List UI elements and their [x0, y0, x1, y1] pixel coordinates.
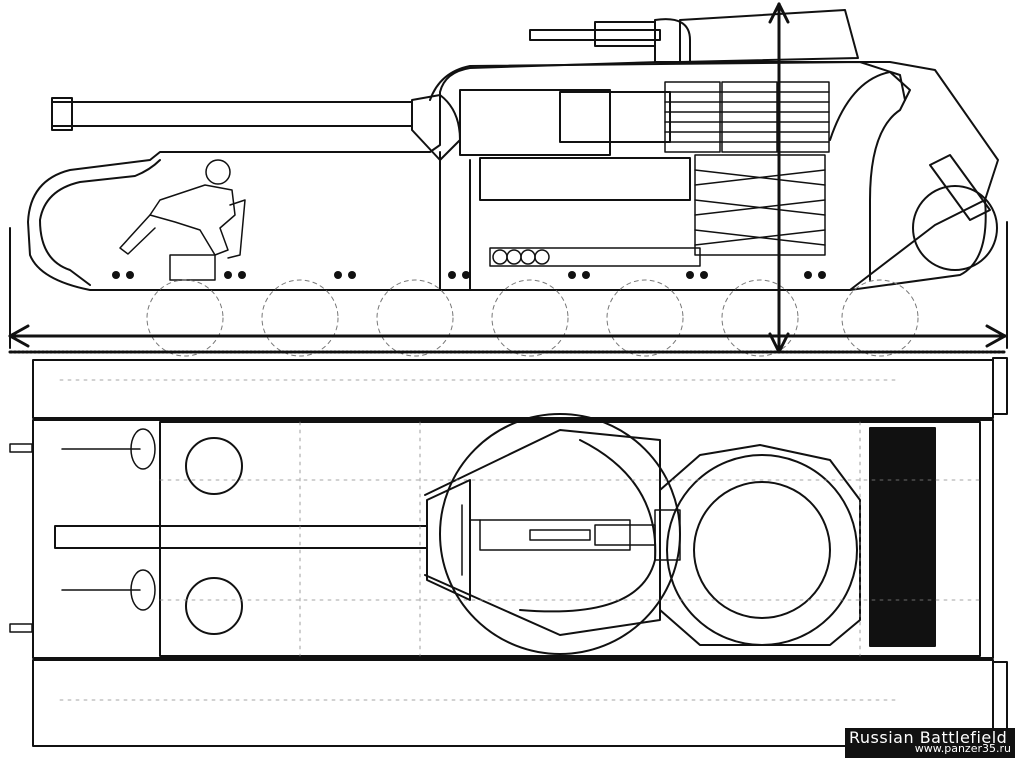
length-dimension	[8, 221, 1008, 349]
hatch-rear-right	[185, 577, 243, 635]
cupola-mount	[654, 18, 691, 63]
turret-ring-outer	[439, 413, 681, 655]
sprocket-arm	[929, 154, 991, 221]
road-wheels	[146, 279, 919, 357]
commander-cupola	[679, 9, 859, 63]
engine-grille	[869, 427, 936, 647]
deck-plate	[159, 421, 981, 657]
casemate-outline	[429, 61, 906, 101]
main-gun-muzzle	[51, 97, 73, 131]
hull-deck-line	[439, 151, 471, 291]
hull-side-outline	[27, 61, 999, 291]
hatch-rear-left	[185, 437, 243, 495]
drive-sprocket	[912, 185, 998, 271]
engine-deck	[829, 71, 911, 281]
recoil-housing	[479, 157, 691, 201]
main-gun-top	[54, 525, 428, 549]
track-left	[32, 359, 994, 419]
cupola-top-inner	[693, 481, 831, 619]
main-gun-mantlet	[411, 94, 461, 161]
hull-front-plate	[849, 199, 986, 291]
top-view	[9, 357, 1008, 747]
cupola-housing	[659, 444, 861, 646]
watermark: Russian Battlefield www.panzer35.ru	[845, 728, 1015, 758]
turret-casemate-top	[424, 429, 661, 636]
ammo-rack-upper	[664, 81, 830, 153]
track-end-caps	[992, 357, 1008, 415]
breech-block	[459, 89, 611, 156]
hull-top-outline	[32, 419, 994, 659]
shell-row	[489, 247, 701, 267]
height-dimension	[768, 2, 790, 354]
watermark-site-name: Russian Battlefield	[849, 728, 1008, 747]
breech-housing	[559, 91, 671, 143]
main-gun-barrel	[51, 101, 413, 127]
periscopes	[9, 428, 156, 633]
construction-lines	[59, 379, 981, 701]
side-view	[8, 2, 1008, 357]
ammo-rack-lower	[694, 154, 826, 256]
watermark-url: www.panzer35.ru	[914, 742, 1011, 755]
hull-bolts	[112, 271, 826, 279]
track-end-caps-2	[992, 661, 1008, 733]
gun-mechanism-top	[461, 504, 681, 576]
gun-mantlet-top	[426, 479, 471, 601]
rear-track	[39, 159, 161, 286]
secondary-gun-mantlet	[594, 21, 656, 47]
driver-figure	[119, 159, 246, 281]
cupola-top-outer	[666, 454, 858, 646]
